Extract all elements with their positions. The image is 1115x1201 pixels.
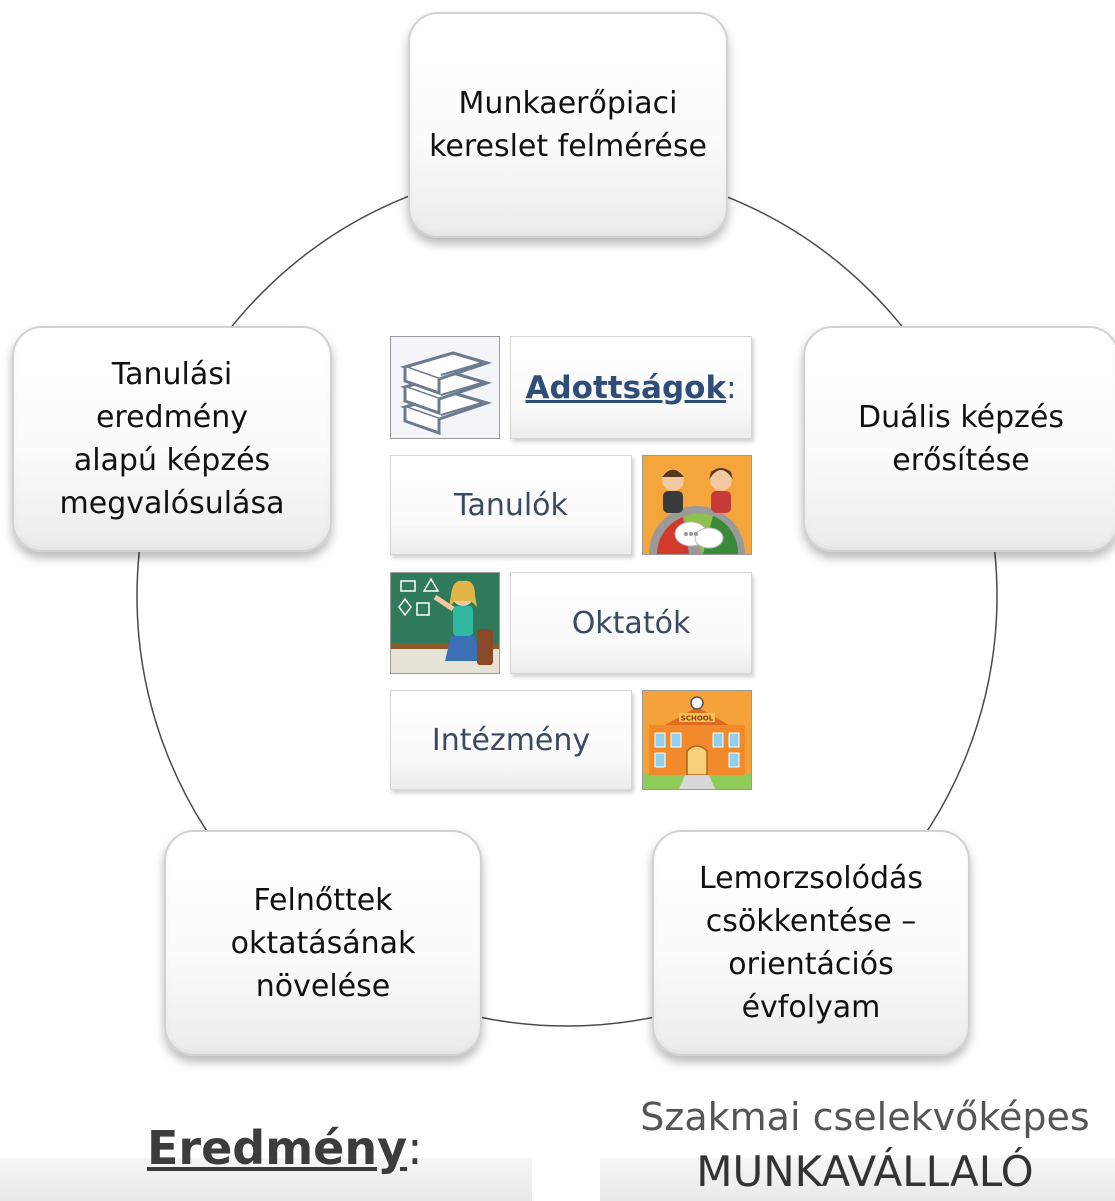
cycle-node-right-line: erősítése <box>892 443 1030 478</box>
cycle-node-bottom-right-line: orientációs <box>728 947 894 982</box>
intezmeny-tile: Intézmény <box>390 690 632 790</box>
cycle-node-bottom-right: Lemorzsolódás csökkentése – orientációs … <box>652 830 970 1056</box>
cycle-node-top-line: kereslet felmérése <box>429 129 707 164</box>
school-sign-text: SCHOOL <box>681 715 714 723</box>
eredmeny-colon: : <box>407 1121 423 1175</box>
cycle-node-left-line: Tanulási eredmény <box>95 357 249 435</box>
result-subtitle: Szakmai cselekvőképes <box>640 1095 1090 1139</box>
result-bar-right <box>600 1158 1115 1201</box>
oktatok-tile: Oktatók <box>510 572 752 674</box>
intezmeny-label: Intézmény <box>431 722 591 758</box>
adottsagok-heading: Adottságok <box>525 369 727 406</box>
cycle-node-bottom-left: Felnőttek oktatásának növelése <box>164 830 482 1056</box>
cycle-node-right: Duális képzés erősítése <box>803 326 1115 552</box>
cycle-node-left: Tanulási eredmény alapú képzés megvalósu… <box>12 326 332 552</box>
cycle-node-left-line: alapú képzés <box>73 443 271 478</box>
oktatok-label: Oktatók <box>571 605 691 641</box>
tanulok-tile: Tanulók <box>390 455 632 555</box>
books-icon <box>390 336 500 439</box>
school-icon: SCHOOL <box>642 690 752 790</box>
cycle-node-left-line: megvalósulása <box>59 486 285 521</box>
cycle-node-bottom-left-line: növelése <box>255 968 391 1004</box>
adottsagok-heading-tile: Adottságok: <box>510 336 752 439</box>
result-main: MUNKAVÁLLALÓ <box>696 1147 1034 1196</box>
cycle-node-top: Munkaerőpiaci kereslet felmérése <box>408 12 728 238</box>
cycle-node-top-line: Munkaerőpiaci <box>458 86 678 121</box>
cycle-node-bottom-right-line: Lemorzsolódás <box>698 861 924 896</box>
students-icon <box>642 455 752 555</box>
tanulok-label: Tanulók <box>454 487 568 523</box>
cycle-node-bottom-left-line: Felnőttek <box>253 882 393 918</box>
cycle-node-bottom-right-line: csökkentése – <box>705 904 917 939</box>
eredmeny-label: Eredmény <box>147 1121 408 1175</box>
adottsagok-colon: : <box>726 369 737 406</box>
eredmeny-title: Eredmény: <box>147 1118 423 1178</box>
teacher-icon <box>390 572 500 674</box>
result-bar-left <box>0 1158 532 1201</box>
cycle-node-bottom-right-line: évfolyam <box>741 990 881 1025</box>
cycle-node-right-line: Duális képzés <box>858 400 1064 435</box>
cycle-node-bottom-left-line: oktatásának <box>230 925 416 961</box>
